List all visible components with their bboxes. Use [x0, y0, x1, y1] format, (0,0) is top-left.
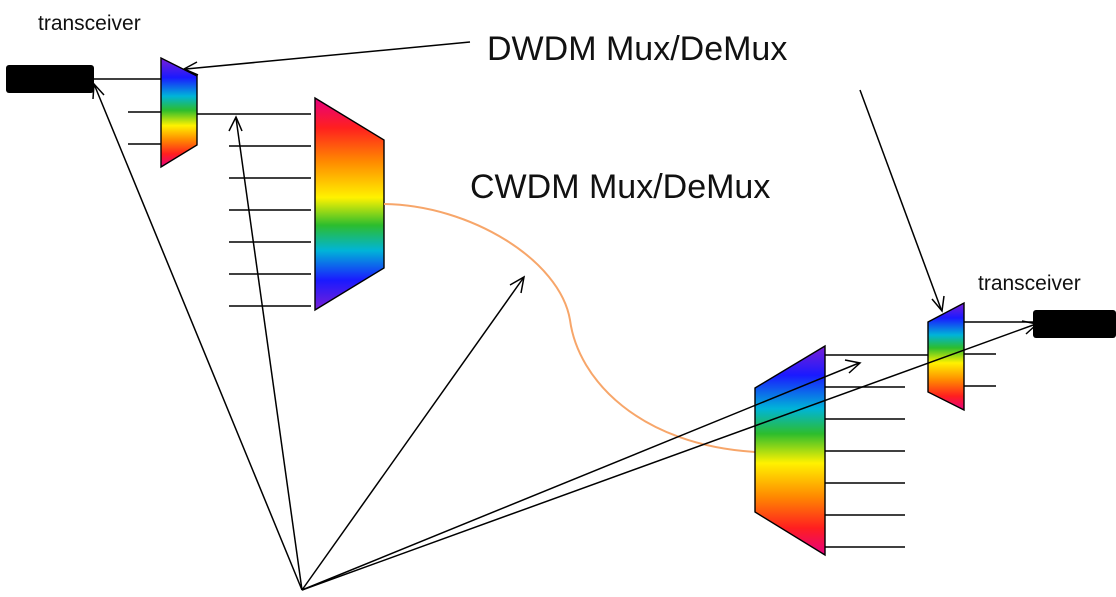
- cwdm-mux-right: [754, 344, 826, 557]
- transceiver-left-label: transceiver: [38, 12, 141, 35]
- cwdm-left-channel-lines: [229, 145, 311, 307]
- arrow-dwdm-label-to-left-dwdm: [182, 41, 471, 76]
- cwdm-label: CWDM Mux/DeMux: [470, 168, 770, 206]
- transceiver-right: [1033, 310, 1116, 338]
- arrow-dwdm-label-to-right-dwdm: [859, 89, 945, 313]
- cwdm-mux-left: [314, 96, 385, 312]
- dwdm-left-channel-lines: [128, 111, 311, 145]
- transceiver-right-label: transceiver: [978, 272, 1081, 295]
- dwdm-mux-left: [160, 56, 198, 169]
- cwdm-right-channel-lines: [825, 354, 928, 548]
- transceiver-left: [6, 65, 94, 93]
- dwdm-label: DWDM Mux/DeMux: [487, 30, 787, 68]
- fiber-link: [383, 203, 756, 453]
- arrow-fan: [92, 82, 1039, 591]
- dwdm-right-channel-lines: [964, 321, 1033, 387]
